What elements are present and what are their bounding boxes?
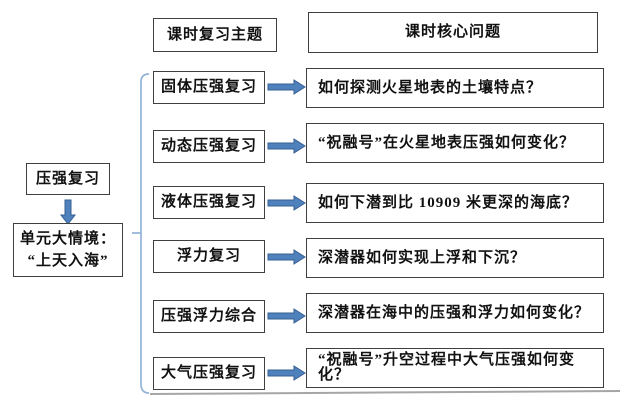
arrow-right-icon: [267, 138, 306, 154]
topic-label: 动态压强复习: [160, 138, 257, 154]
topic-label: 压强浮力综合: [160, 308, 257, 324]
questions-column-header: 课时核心问题: [308, 12, 598, 53]
question-label: “祝融号”升空过程中大气压强如何变化？: [318, 352, 576, 383]
unit-context-line2: “上天入海”: [27, 252, 109, 269]
brace-connector: [132, 73, 150, 394]
question-node-6: “祝融号”升空过程中大气压强如何变化？: [306, 348, 604, 388]
question-node-2: “祝融号”在火星地表压强如何变化？: [306, 123, 604, 163]
question-label: 深潜器如何实现上浮和下沉？: [318, 249, 527, 266]
topic-node-dynamic-pressure: 动态压强复习: [153, 130, 265, 163]
topic-label: 固体压强复习: [160, 79, 257, 95]
root-node: 压强复习: [26, 163, 110, 195]
topic-node-atmospheric-pressure: 大气压强复习: [153, 357, 265, 390]
arrow-right-icon: [267, 79, 306, 95]
topic-node-solid-pressure: 固体压强复习: [153, 71, 265, 104]
arrow-right-icon: [267, 249, 306, 265]
topic-label: 大气压强复习: [160, 365, 257, 381]
questions-header-label: 课时核心问题: [404, 24, 501, 40]
question-label: “祝融号”在火星地表压强如何变化？: [318, 134, 576, 151]
question-label: 如何下潜到比 10909 米更深的海底？: [318, 194, 579, 211]
topic-node-pressure-buoyancy-combined: 压强浮力综合: [153, 300, 265, 333]
page-bottom-rule: [149, 390, 620, 395]
question-node-4: 深潜器如何实现上浮和下沉？: [306, 238, 604, 278]
unit-context-node: 单元大情境： “上天入海”: [13, 223, 123, 277]
root-node-label: 压强复习: [35, 170, 100, 187]
arrow-right-icon: [267, 195, 306, 211]
topics-header-label: 课时复习主题: [166, 26, 263, 43]
arrow-down-icon: [59, 199, 77, 225]
question-label: 如何探测火星地表的土壤特点？: [318, 79, 543, 96]
arrow-right-icon: [267, 365, 306, 381]
question-label: 深潜器在海中的压强和浮力如何变化？: [318, 304, 591, 321]
topic-label: 液体压强复习: [160, 194, 257, 210]
topics-column-header: 课时复习主题: [153, 18, 277, 52]
question-node-3: 如何下潜到比 10909 米更深的海底？: [306, 183, 604, 223]
topic-node-liquid-pressure: 液体压强复习: [153, 186, 265, 219]
arrow-right-icon: [267, 308, 306, 324]
topic-node-buoyancy: 浮力复习: [153, 240, 265, 273]
question-node-5: 深潜器在海中的压强和浮力如何变化？: [306, 293, 604, 333]
topic-label: 浮力复习: [176, 248, 241, 264]
unit-context-line1: 单元大情境：: [19, 230, 116, 247]
question-node-1: 如何探测火星地表的土壤特点？: [306, 68, 604, 108]
